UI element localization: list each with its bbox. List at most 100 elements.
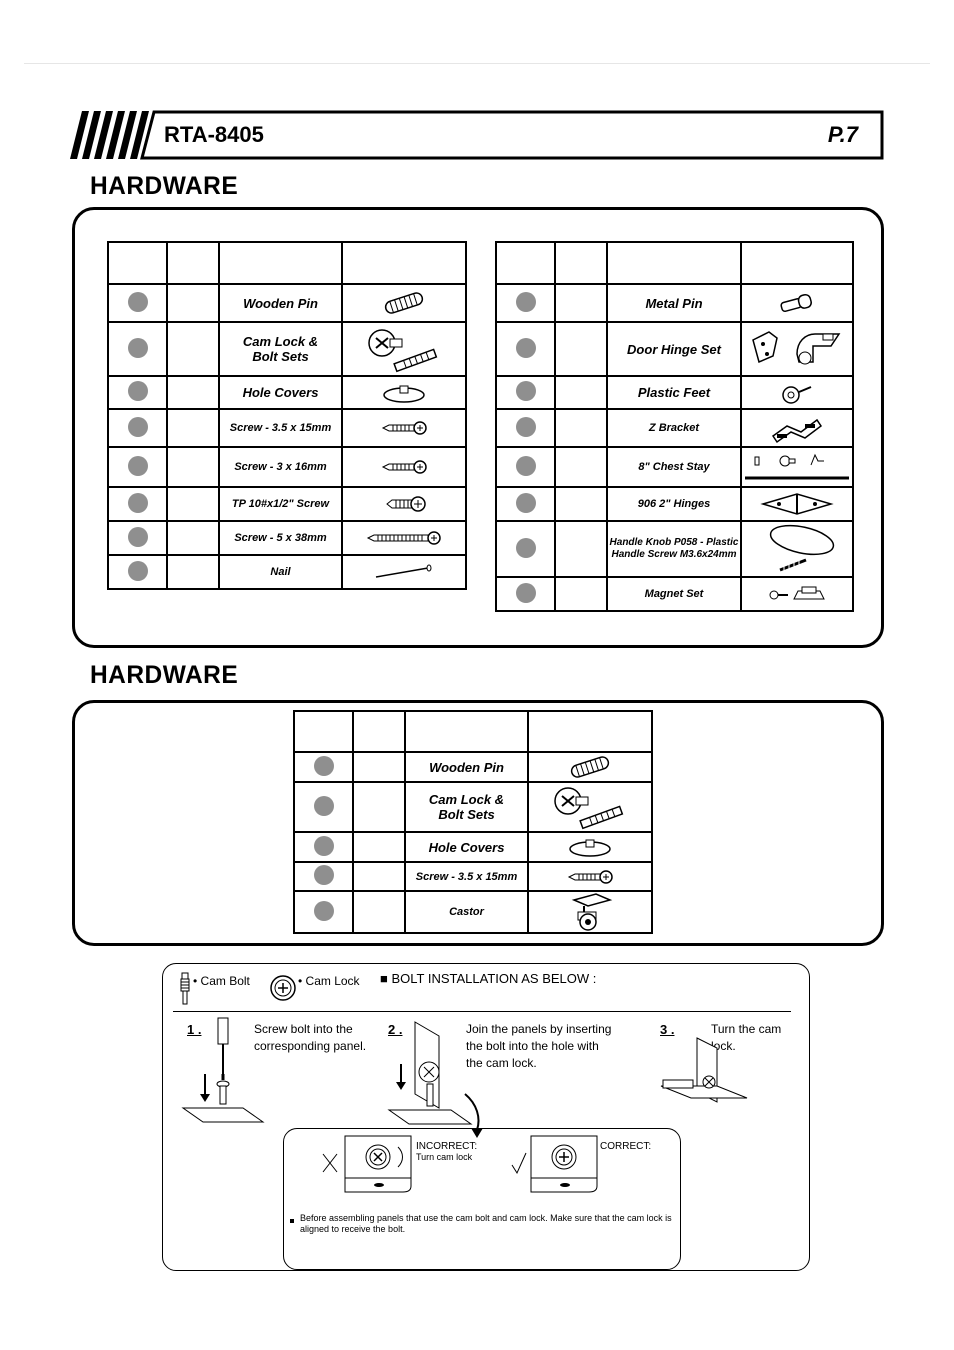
screw-icon: [381, 421, 427, 435]
incorrect-instruction: Turn cam lock: [416, 1152, 473, 1162]
divider: [173, 1011, 791, 1012]
part-name: Nail: [218, 554, 343, 590]
part-dot: [515, 455, 536, 476]
z-bracket-icon: [771, 418, 823, 444]
table-header-row: [495, 241, 854, 285]
correct-check-icon: [511, 1152, 527, 1175]
step-1-text: Screw bolt into the corresponding panel.: [254, 1022, 367, 1053]
cam-lock-icon: [270, 975, 296, 1001]
note-bullet: [290, 1219, 294, 1223]
bolt-heading: ■ BOLT INSTALLATION AS BELOW :: [380, 971, 597, 986]
step-2-text: Join the panels by inserting the bolt in…: [466, 1022, 612, 1070]
hole-cover-icon: [383, 385, 425, 403]
part-dot: [515, 381, 536, 401]
long-screw-icon: [366, 531, 441, 545]
plastic-feet-icon: [782, 385, 812, 404]
table-row: Metal Pin: [495, 283, 854, 323]
part-name: Castor: [404, 890, 529, 934]
table-row: Screw - 3.5 x 15mm: [293, 861, 653, 892]
nail-icon: [375, 564, 432, 578]
part-name: TP 10#x1/2" Screw: [218, 486, 343, 522]
part-name: Z Bracket: [606, 408, 742, 448]
step-3-diagram: [660, 1037, 748, 1103]
legend-cam-bolt: • Cam Bolt: [193, 974, 250, 988]
table-row: TP 10#x1/2" Screw: [107, 486, 467, 522]
part-dot: [127, 560, 148, 581]
part-name: 906 2" Hinges: [606, 486, 742, 522]
part-name: Cam Lock & Bolt Sets: [218, 321, 343, 377]
part-name: Wooden Pin: [404, 751, 529, 783]
legend-cam-lock: • Cam Lock: [298, 974, 360, 988]
bolt-installation-box: • Cam Bolt • Cam Lock ■ BOLT INSTALLATIO…: [162, 963, 810, 1271]
hardware-panel-1: [72, 207, 884, 648]
part-name: Metal Pin: [606, 283, 742, 323]
table-row: Cam Lock & Bolt Sets: [293, 781, 653, 833]
part-name: Screw - 3.5 x 15mm: [218, 408, 343, 448]
table-row: Cam Lock & Bolt Sets: [107, 321, 467, 377]
part-dot: [127, 291, 148, 312]
part-dot: [127, 526, 148, 547]
wooden-pin-icon: [384, 292, 424, 314]
cam-lock-icon: [368, 329, 438, 373]
hardware-table-bottom: Wooden Pin Cam Lock & Bolt Sets Hole Cov…: [293, 710, 653, 934]
table-row: Nail: [107, 554, 467, 590]
incorrect-label: INCORRECT:: [416, 1141, 478, 1152]
section-title-hardware-2: HARDWARE: [90, 661, 239, 689]
part-dot: [515, 582, 536, 603]
butt-hinge-icon: [760, 493, 834, 515]
step-3-number: 3 .: [660, 1022, 675, 1037]
table-row: Door Hinge Set: [495, 321, 854, 377]
table-row: 8" Chest Stay: [495, 446, 854, 488]
table-row: Screw - 3 x 16mm: [107, 446, 467, 488]
part-name: Cam Lock & Bolt Sets: [404, 781, 529, 833]
part-dot: [313, 835, 334, 856]
step-2-number: 2 .: [388, 1022, 403, 1037]
hardware-table-left: Wooden Pin Cam Lock & Bolt Sets Hole Cov…: [107, 241, 467, 590]
step-1-number: 1 .: [187, 1022, 202, 1037]
section-title-hardware-1: HARDWARE: [90, 172, 239, 200]
table-row: Plastic Feet: [495, 375, 854, 410]
table-row: Magnet Set: [495, 576, 854, 612]
table-row: 906 2" Hinges: [495, 486, 854, 522]
cam-bolt-icon: [180, 972, 190, 1005]
table-header-row: [107, 241, 467, 285]
top-rule: [24, 63, 930, 64]
alignment-note: Before assembling panels that use the ca…: [300, 1213, 672, 1234]
part-dot: [515, 492, 536, 513]
part-dot: [313, 865, 334, 885]
model-number: RTA-8405: [164, 122, 264, 147]
table-row: Z Bracket: [495, 408, 854, 448]
screw-icon: [386, 496, 426, 512]
table-row: Castor: [293, 890, 653, 934]
table-row: Hole Covers: [107, 375, 467, 410]
part-dot: [515, 291, 536, 312]
incorrect-cam-diagram: [344, 1135, 412, 1193]
part-name: 8" Chest Stay: [606, 446, 742, 488]
part-name: Screw - 5 x 38mm: [218, 520, 343, 556]
table-row: Screw - 5 x 38mm: [107, 520, 467, 556]
correct-cam-diagram: [530, 1135, 598, 1193]
part-dot: [515, 337, 536, 358]
page-header: RTA-8405 P.7: [70, 110, 884, 160]
metal-pin-icon: [780, 293, 812, 313]
door-hinge-icon: [752, 331, 841, 365]
table-row: Handle Knob P058 - Plastic Handle Screw …: [495, 520, 854, 578]
part-name: Hole Covers: [404, 831, 529, 863]
table-header-row: [293, 710, 653, 753]
step-1-diagram: [181, 1017, 265, 1123]
magnet-icon: [769, 586, 825, 600]
table-row: Hole Covers: [293, 831, 653, 863]
table-row: Wooden Pin: [293, 751, 653, 783]
incorrect-x-icon: [322, 1153, 338, 1173]
part-dot: [127, 492, 148, 513]
castor-icon: [571, 893, 613, 931]
part-dot: [515, 416, 536, 437]
part-dot: [313, 755, 334, 776]
part-name: Handle Knob P058 - Plastic Handle Screw …: [606, 520, 742, 578]
step-2-diagram: [387, 1021, 483, 1138]
part-dot: [515, 537, 536, 558]
handle-knob-icon: [769, 524, 835, 572]
correct-label: CORRECT:: [600, 1141, 652, 1152]
cam-lock-icon: [554, 787, 624, 830]
part-name: Hole Covers: [218, 375, 343, 410]
